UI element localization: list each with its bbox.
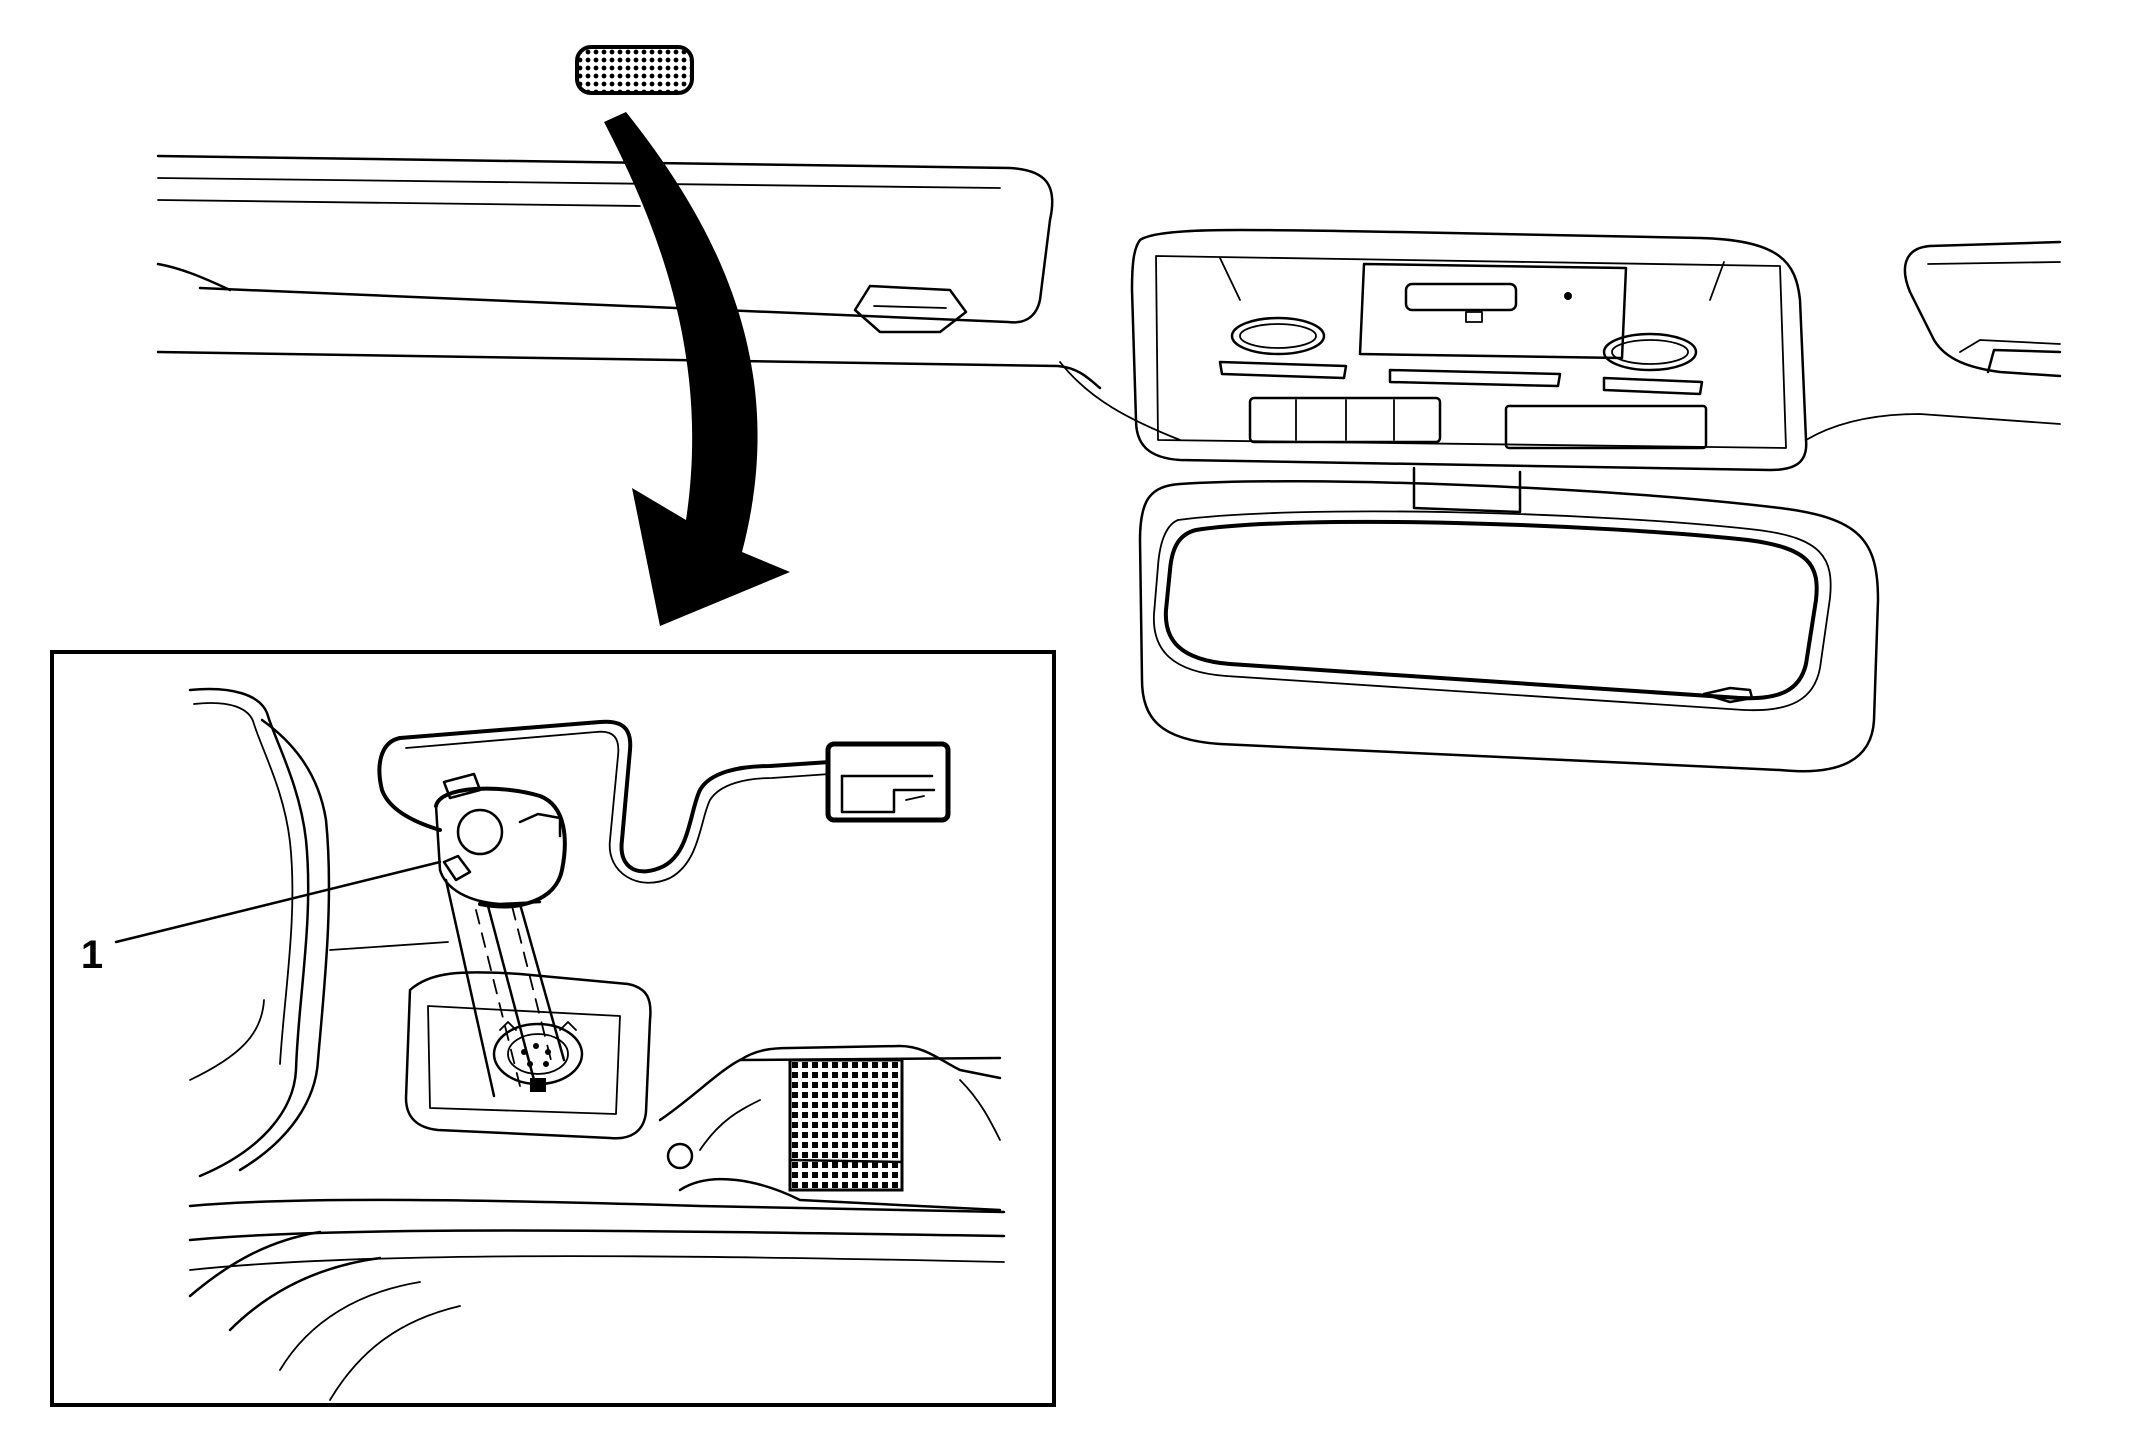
sensor-part-icon <box>575 45 694 95</box>
rear-view-mirror <box>1138 466 1880 773</box>
direction-arrow-icon <box>604 112 790 626</box>
mounting-base <box>404 971 652 1140</box>
sensor-module <box>434 772 567 1098</box>
roof-header-structure <box>658 1044 1002 1212</box>
windshield-frame <box>188 1198 1006 1401</box>
callout-1-label: 1 <box>81 933 103 977</box>
detail-inset: 1 <box>50 650 1056 1407</box>
harness-connector <box>825 741 951 823</box>
roof-outline-right <box>1059 240 2062 441</box>
overhead-console <box>1130 228 1808 472</box>
headliner-panel <box>156 154 1102 390</box>
